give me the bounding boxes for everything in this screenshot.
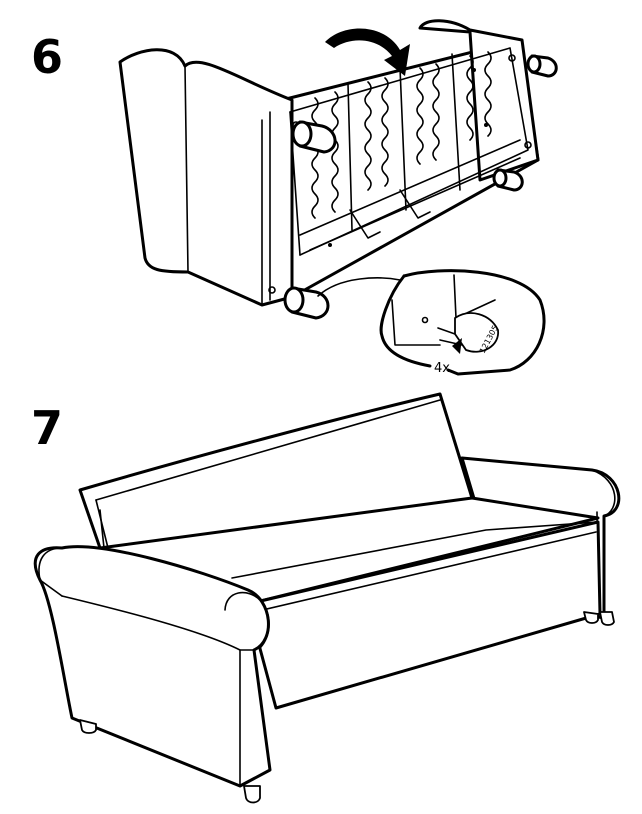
sofa-leg — [291, 120, 337, 154]
step-6-illustration: 4x 121305 — [118, 19, 558, 376]
sofa-leg — [599, 611, 615, 626]
sofa-leg — [492, 168, 524, 192]
sofa-leg — [79, 719, 97, 734]
sofa-leg — [243, 785, 261, 804]
step-6-number: 6 — [31, 30, 64, 84]
leg-detail-icon — [454, 312, 499, 353]
sofa-frame-upside-down — [118, 19, 540, 307]
sofa-leg — [526, 54, 558, 78]
step-7-illustration — [33, 392, 621, 804]
step-7-number: 7 — [31, 401, 64, 455]
arrow-icon — [452, 338, 462, 354]
sofa-leg — [583, 611, 599, 624]
leg-detail-callout — [317, 269, 546, 376]
quantity-label: 4x — [434, 361, 450, 376]
rotate-arrow-icon — [325, 28, 410, 76]
